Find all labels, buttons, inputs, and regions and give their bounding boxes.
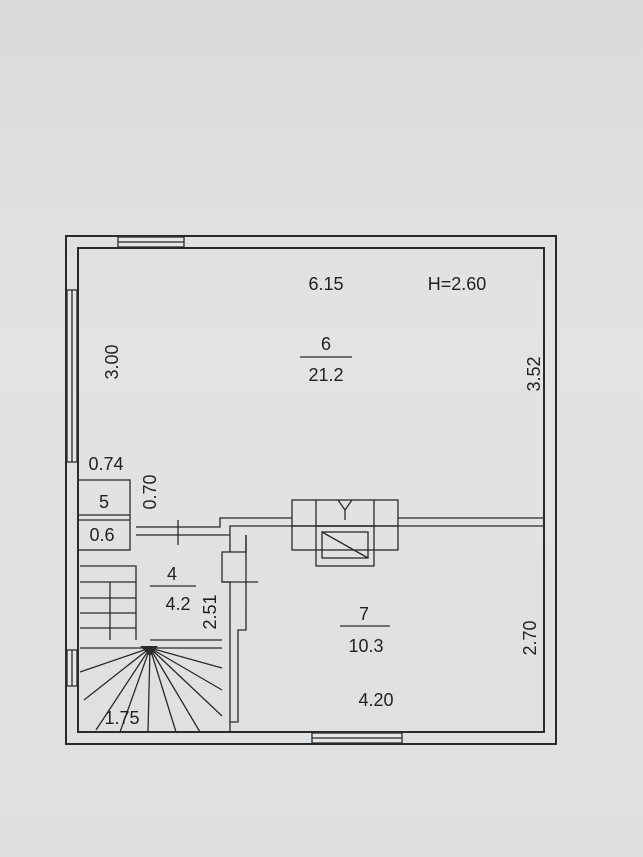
outer-wall [65, 235, 557, 745]
stair-arrow-icon [140, 646, 158, 656]
room5-area: 0.6 [89, 525, 114, 545]
room4-depth: 2.51 [200, 594, 220, 629]
room6-height-right: 3.52 [524, 356, 544, 391]
partition-stair-hall [229, 535, 247, 553]
room4-area: 4.2 [165, 594, 190, 614]
ceiling-height: H=2.60 [428, 274, 487, 294]
room6-width: 6.15 [308, 274, 343, 294]
boiler-box [315, 525, 375, 567]
stair-width: 1.75 [104, 708, 139, 728]
room7-area: 10.3 [348, 636, 383, 656]
room7-depth: 2.70 [520, 620, 540, 655]
room5-number: 5 [99, 492, 109, 512]
room6-area: 21.2 [308, 365, 343, 385]
room5-depth: 0.70 [140, 474, 160, 509]
room6-height-left: 3.00 [102, 344, 122, 379]
room4-number: 4 [167, 564, 177, 584]
room7-number: 7 [359, 604, 369, 624]
room6-number: 6 [321, 334, 331, 354]
boiler-icon [321, 531, 369, 559]
room5-width: 0.74 [88, 454, 123, 474]
room7-width: 4.20 [358, 690, 393, 710]
stair [79, 565, 223, 733]
